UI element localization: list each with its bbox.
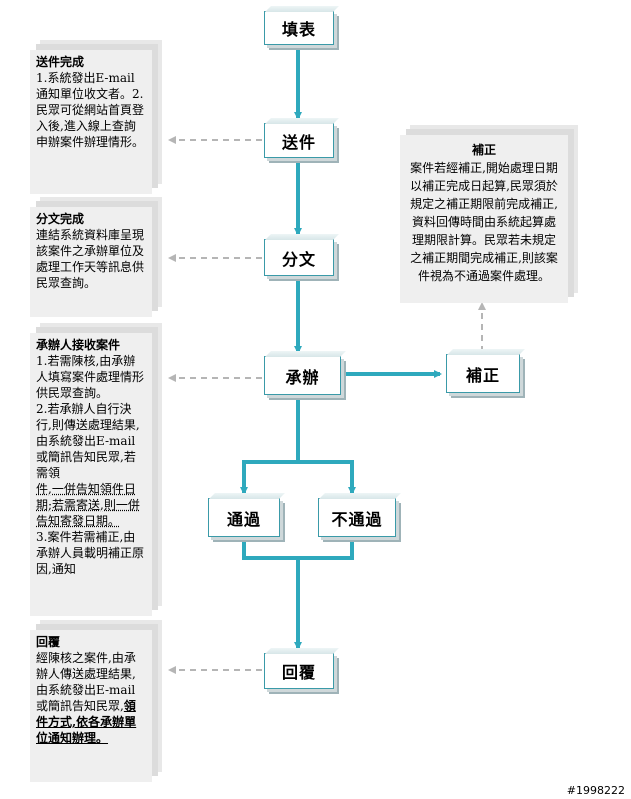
node-pass: 通過 [208, 498, 280, 537]
note-item-3: 3.案件若需補正,由承辦人員載明補正原因,通知 [36, 530, 145, 576]
node-fail: 不通過 [318, 498, 396, 537]
node-reply: 回覆 [264, 653, 334, 689]
node-handle: 承辦 [264, 356, 341, 395]
node-submit: 送件 [264, 123, 334, 158]
note-title: 分文完成 [36, 212, 85, 226]
note-submit-done: 送件完成 1.系統發出E-mail通知單位收文者。2.民眾可從網站首頁登入後,進… [30, 50, 152, 194]
note-reply: 回覆 經陳核之案件,由承辦人傳送處理結果,由系統發出E-mail或簡訊告知民眾,… [30, 630, 152, 782]
note-text-main: 經陳核之案件,由承辦人傳送處理結果,由系統發出E-mail或簡訊告知民眾, [36, 651, 136, 713]
note-title: 送件完成 [36, 55, 85, 69]
note-text: 經陳核之案件,由承辦人傳送處理結果,由系統發出E-mail或簡訊告知民眾,領件方… [36, 650, 146, 746]
note-item-2a: 2.若承辦人自行決行,則傳送處理結果,由系統發出E-mail或簡訊告知民眾,若需… [36, 402, 140, 480]
node-fill-form: 填表 [264, 11, 334, 45]
note-title: 補正 [471, 143, 496, 157]
note-dispatch-done: 分文完成 連結系統資料庫呈現該案件之承辦單位及處理工作天等訊息供民眾查詢。 [30, 207, 152, 317]
note-item-2b: 件,一併告知領件日期;若需寄送,則一併告知寄發日期。 [36, 482, 140, 528]
note-item-1: 1.若需陳核,由承辦人填寫案件處理情形供民眾查詢。 [36, 354, 145, 400]
note-text: 1.系統發出E-mail通知單位收文者。2.民眾可從網站首頁登入後,進入線上查詢… [36, 71, 145, 149]
note-text: 連結系統資料庫呈現該案件之承辦單位及處理工作天等訊息供民眾查詢。 [36, 228, 145, 290]
branch-split [242, 395, 354, 464]
note-text-emphasis: 領件方式,依各承辦單位通知辦理。 [36, 699, 137, 745]
node-amend: 補正 [446, 354, 520, 393]
watermark: #1998222 [566, 784, 625, 797]
note-amend: 補正 案件若經補正,開始處理日期以補正完成日起算,民眾須於規定之補正期限前完成補… [400, 135, 568, 303]
note-text: 案件若經補正,開始處理日期以補正完成日起算,民眾須於規定之補正期限前完成補正,資… [410, 161, 558, 283]
note-title: 承辦人接收案件 [36, 338, 121, 352]
node-dispatch: 分文 [264, 239, 334, 276]
note-title: 回覆 [36, 635, 61, 649]
note-handler-receive: 承辦人接收案件 1.若需陳核,由承辦人填寫案件處理情形供民眾查詢。 2.若承辦人… [30, 333, 152, 616]
